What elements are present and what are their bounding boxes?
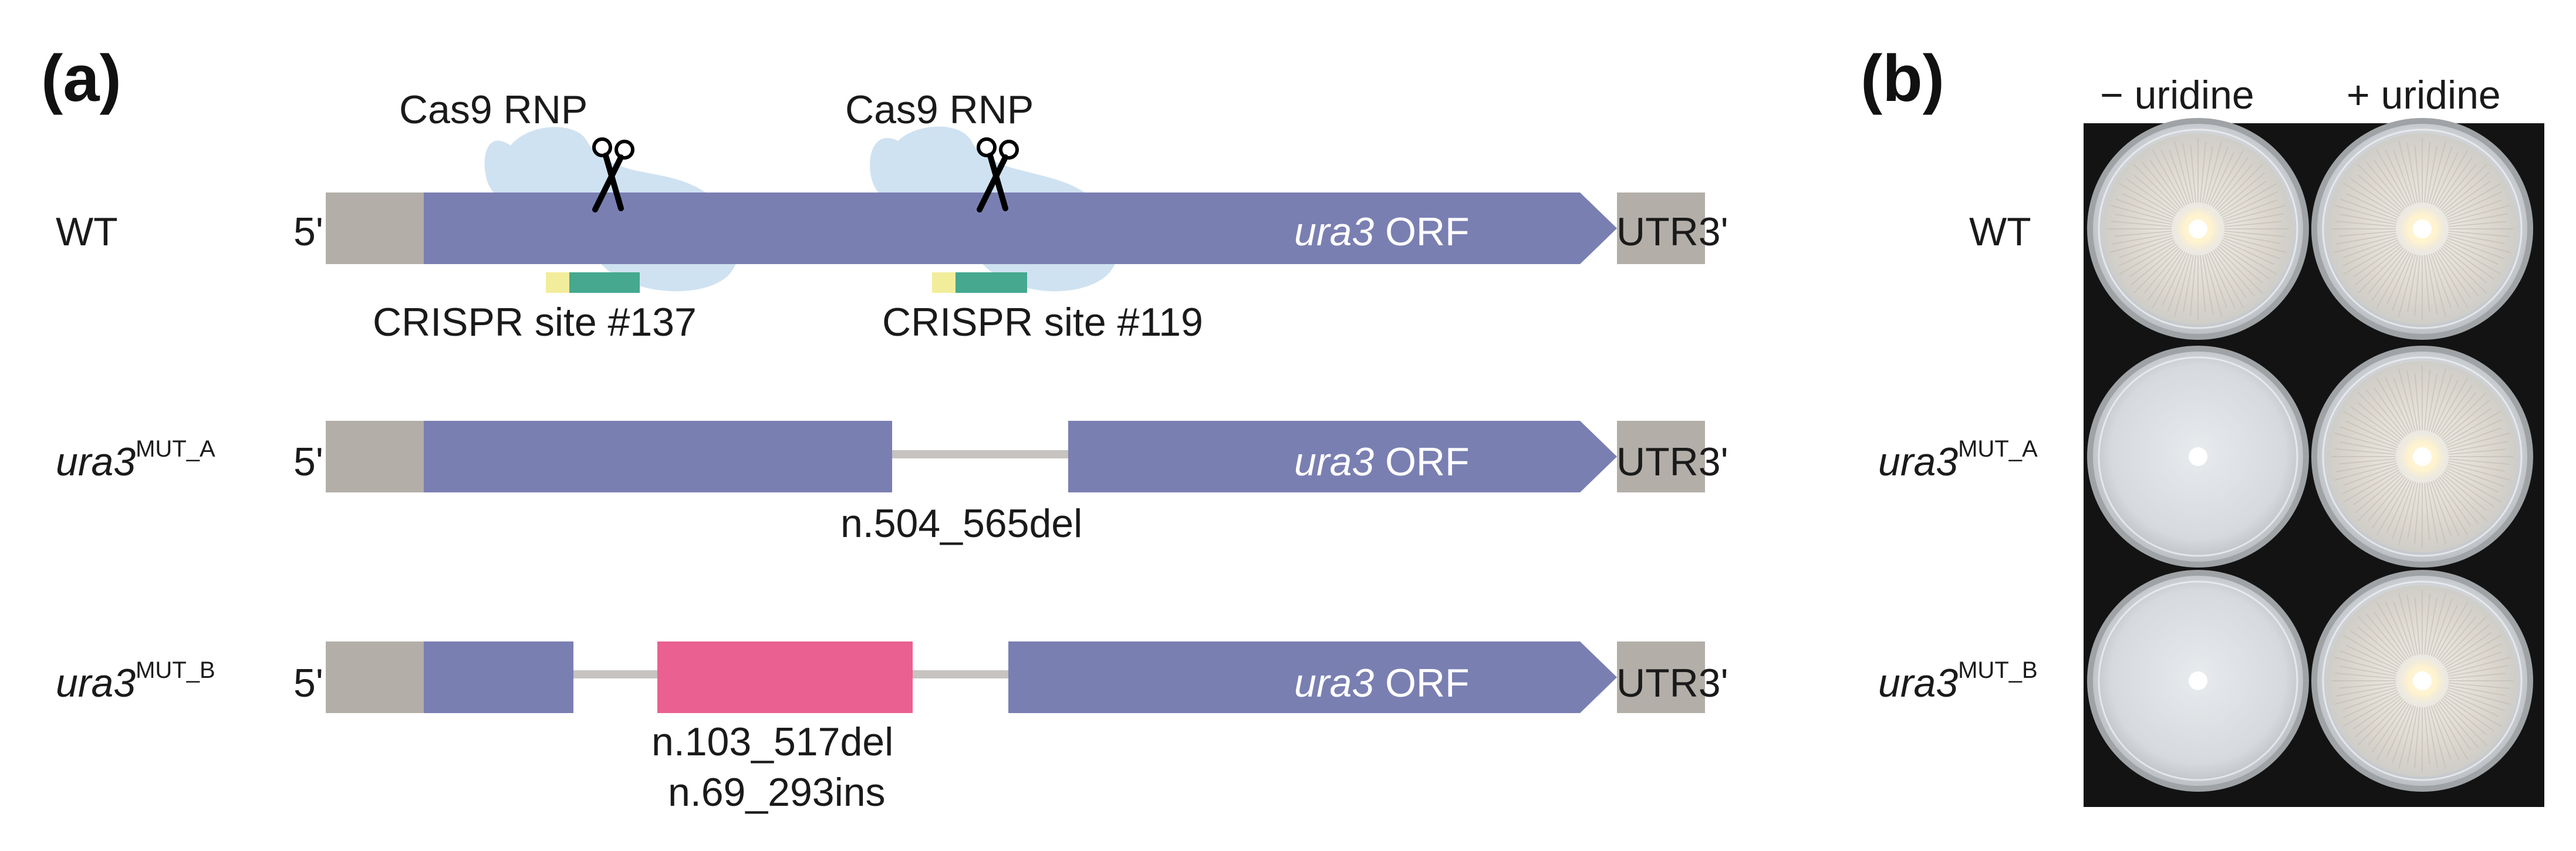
petri-plate: [2311, 570, 2533, 792]
crispr-site-119: [932, 272, 1027, 293]
scissors-icon: [977, 137, 1019, 212]
mycelium-hyphae: [2331, 590, 2513, 772]
pam-box: [932, 272, 956, 293]
orf-box: [1068, 421, 1580, 492]
plate-inner-edge: [2322, 356, 2523, 557]
orf-label: ura3 ORF: [1294, 210, 1470, 254]
plate-row-label-mut-b: ura3MUT_B: [1878, 657, 2038, 705]
petri-plate: [2311, 118, 2533, 340]
row-label-wt: WT: [56, 210, 118, 254]
panel-b-label: (b): [1861, 42, 1944, 115]
utr3-label: UTR3': [1616, 661, 1728, 705]
petri-plate: [2087, 346, 2309, 568]
inoculum: [2413, 671, 2432, 690]
deletion-annotation: n.504_565del: [840, 501, 1082, 546]
inoculum: [2413, 219, 2432, 238]
panel-a: (a) WT 5'UTR UTR3' ura3 ORF Cas9 RNP Cas…: [41, 42, 1728, 815]
crispr-label-right: CRISPR site #119: [882, 300, 1203, 345]
protospacer-box: [569, 272, 640, 293]
insertion-annotation: n.69_293ins: [668, 770, 886, 815]
plate-row-label-mut-a: ura3MUT_A: [1878, 436, 2038, 484]
inoculum: [2189, 671, 2207, 690]
gene-row-wt: WT 5'UTR UTR3' ura3 ORF Cas9 RNP Cas9 RN…: [56, 87, 1728, 345]
inoculum: [2189, 447, 2207, 466]
orf-label: ura3 ORF: [1294, 440, 1470, 484]
utr3-label: UTR3': [1616, 210, 1728, 254]
insertion-box: [657, 641, 913, 713]
plate-inner-edge: [2098, 129, 2298, 329]
plate-inner-edge: [2322, 580, 2523, 781]
mycelium-hyphae: [2331, 138, 2513, 320]
orf-arrowhead: [1580, 421, 1617, 492]
utr5-box: [326, 193, 424, 264]
mycelium-hyphae: [2107, 138, 2289, 320]
orf-label: ura3 ORF: [1294, 661, 1470, 705]
utr5-box: [326, 421, 424, 492]
pam-box: [546, 272, 569, 293]
plate-grid: [2087, 118, 2533, 792]
crispr-label-left: CRISPR site #137: [373, 300, 697, 345]
utr3-box: [1617, 641, 1705, 713]
plate-row-label-wt: WT: [1969, 210, 2031, 254]
mycelium-hyphae: [2331, 366, 2513, 548]
petri-plate: [2311, 346, 2533, 568]
orf-arrowhead: [1580, 193, 1617, 264]
orf-box: [1008, 641, 1580, 713]
cas9-label-right: Cas9 RNP: [845, 87, 1034, 132]
exon-box: [424, 421, 892, 492]
row-label-mut-b: ura3MUT_B: [56, 657, 215, 705]
utr3-box: [1617, 193, 1705, 264]
petri-plate: [2087, 570, 2309, 792]
protospacer-box: [956, 272, 1027, 293]
plate-inner-edge: [2322, 129, 2523, 329]
petri-plate: [2087, 118, 2309, 340]
column-label-minus-uridine: − uridine: [2100, 73, 2254, 117]
utr3-label: UTR3': [1616, 440, 1728, 484]
plate-inner-edge: [2098, 580, 2298, 781]
utr3-box: [1617, 421, 1705, 492]
crispr-site-137: [546, 272, 640, 293]
cas9-label-left: Cas9 RNP: [399, 87, 588, 132]
gene-row-mut-b: ura3MUT_B 5'UTR UTR3' ura3 ORF n.103_517…: [56, 641, 1728, 815]
column-label-plus-uridine: + uridine: [2347, 73, 2501, 117]
orf-arrowhead: [1580, 641, 1617, 713]
deletion-annotation: n.103_517del: [651, 720, 893, 764]
plate-inner-edge: [2098, 356, 2298, 557]
panel-b: (b) − uridine + uridine WT ura3MUT_A ura…: [1861, 42, 2544, 807]
exon-box: [424, 641, 573, 713]
scissors-icon: [592, 137, 634, 212]
deletion-gap-line: [892, 450, 1068, 458]
utr5-box: [326, 641, 424, 713]
gene-row-mut-a: ura3MUT_A 5'UTR UTR3' ura3 ORF n.504_565…: [56, 421, 1728, 546]
inoculum: [2189, 219, 2207, 238]
row-label-mut-a: ura3MUT_A: [56, 436, 215, 484]
panel-a-label: (a): [41, 42, 121, 115]
inoculum: [2413, 447, 2432, 466]
